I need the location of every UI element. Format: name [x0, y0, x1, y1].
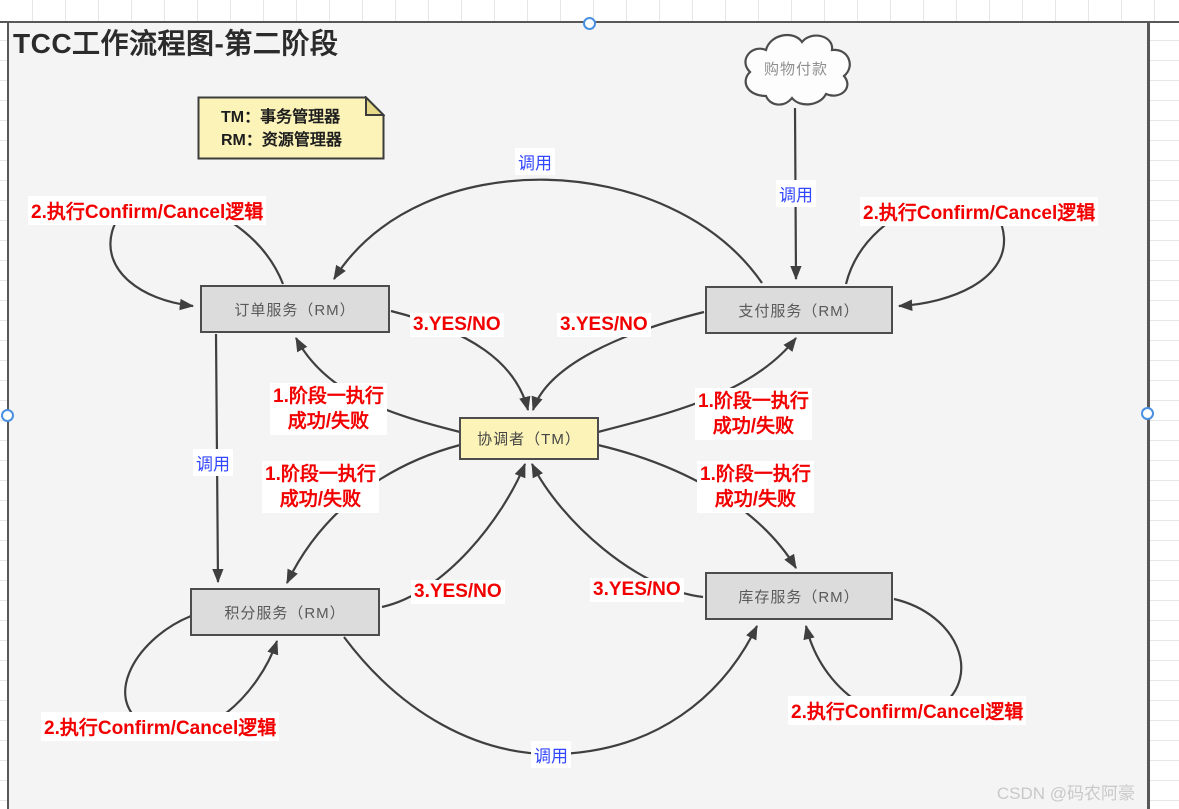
label-phase1-upper-right: 1.阶段一执行 成功/失败 — [695, 388, 812, 441]
node-payment-service: 支付服务（RM） — [705, 286, 893, 334]
node-coordinator: 协调者（TM） — [459, 417, 599, 460]
phase1-line2: 成功/失败 — [714, 489, 797, 511]
page-title: TCC工作流程图-第二阶段 — [13, 28, 339, 59]
node-label: 协调者（TM） — [477, 431, 581, 448]
label-confirm-cancel-top-right: 2.执行Confirm/Cancel逻辑 — [860, 197, 1099, 226]
selection-handle-right[interactable] — [1141, 407, 1154, 420]
node-points-service: 积分服务（RM） — [190, 588, 380, 636]
label-invoke-bottom: 调用 — [531, 741, 571, 768]
label-invoke-left: 调用 — [193, 449, 233, 476]
edge-payment-to-coordinator — [531, 310, 705, 412]
label-confirm-cancel-bottom-right: 2.执行Confirm/Cancel逻辑 — [788, 696, 1027, 725]
phase1-line2: 成功/失败 — [279, 489, 362, 511]
label-phase1-lower-left: 1.阶段一执行 成功/失败 — [262, 461, 379, 514]
label-confirm-cancel-bottom-left: 2.执行Confirm/Cancel逻辑 — [41, 712, 280, 741]
legend-note: TM：事务管理器 RM：资源管理器 — [197, 96, 385, 160]
node-label: 订单服务（RM） — [234, 301, 356, 319]
label-confirm-cancel-top-left: 2.执行Confirm/Cancel逻辑 — [28, 196, 267, 225]
label-invoke-top: 调用 — [515, 148, 555, 175]
node-inventory-service: 库存服务（RM） — [705, 572, 893, 620]
edge-invoke-points-to-inventory-arc — [343, 625, 758, 756]
phase1-line1: 1.阶段一执行 — [265, 464, 376, 485]
note-shape — [197, 96, 385, 160]
label-phase1-lower-right: 1.阶段一执行 成功/失败 — [697, 461, 814, 514]
grid-background-right — [1150, 21, 1179, 809]
label-yesno-bottom-left: 3.YES/NO — [411, 580, 505, 604]
edge-invoke-payment-to-order-arc — [333, 178, 763, 284]
legend-line-tm: TM：事务管理器 — [221, 109, 341, 126]
phase1-line2: 成功/失败 — [712, 416, 795, 438]
phase1-line1: 1.阶段一执行 — [700, 464, 811, 485]
cloud-label: 购物付款 — [763, 61, 828, 78]
note-fold-icon — [365, 96, 385, 116]
watermark: CSDN @码农阿豪 — [996, 784, 1135, 803]
node-order-service: 订单服务（RM） — [200, 285, 390, 333]
label-phase1-upper-left: 1.阶段一执行 成功/失败 — [270, 383, 387, 436]
label-invoke-right: 调用 — [776, 180, 816, 207]
selection-handle-left[interactable] — [1, 409, 14, 422]
selection-handle-top[interactable] — [583, 17, 596, 30]
legend-line-rm: RM：资源管理器 — [221, 132, 342, 150]
node-label: 支付服务（RM） — [738, 302, 860, 320]
grid-background-top — [0, 0, 1179, 21]
label-yesno-top-right: 3.YES/NO — [557, 313, 651, 337]
phase1-line2: 成功/失败 — [287, 411, 370, 433]
edge-points-to-coordinator — [381, 462, 527, 609]
label-yesno-bottom-right: 3.YES/NO — [590, 578, 684, 602]
label-yesno-top-left: 3.YES/NO — [410, 313, 504, 337]
node-label: 库存服务（RM） — [738, 588, 860, 606]
phase1-line1: 1.阶段一执行 — [273, 386, 384, 407]
cloud-icon — [744, 33, 851, 106]
phase1-line1: 1.阶段一执行 — [698, 391, 809, 412]
node-label: 积分服务（RM） — [224, 604, 346, 622]
cloud-shape: 购物付款 — [736, 28, 856, 112]
